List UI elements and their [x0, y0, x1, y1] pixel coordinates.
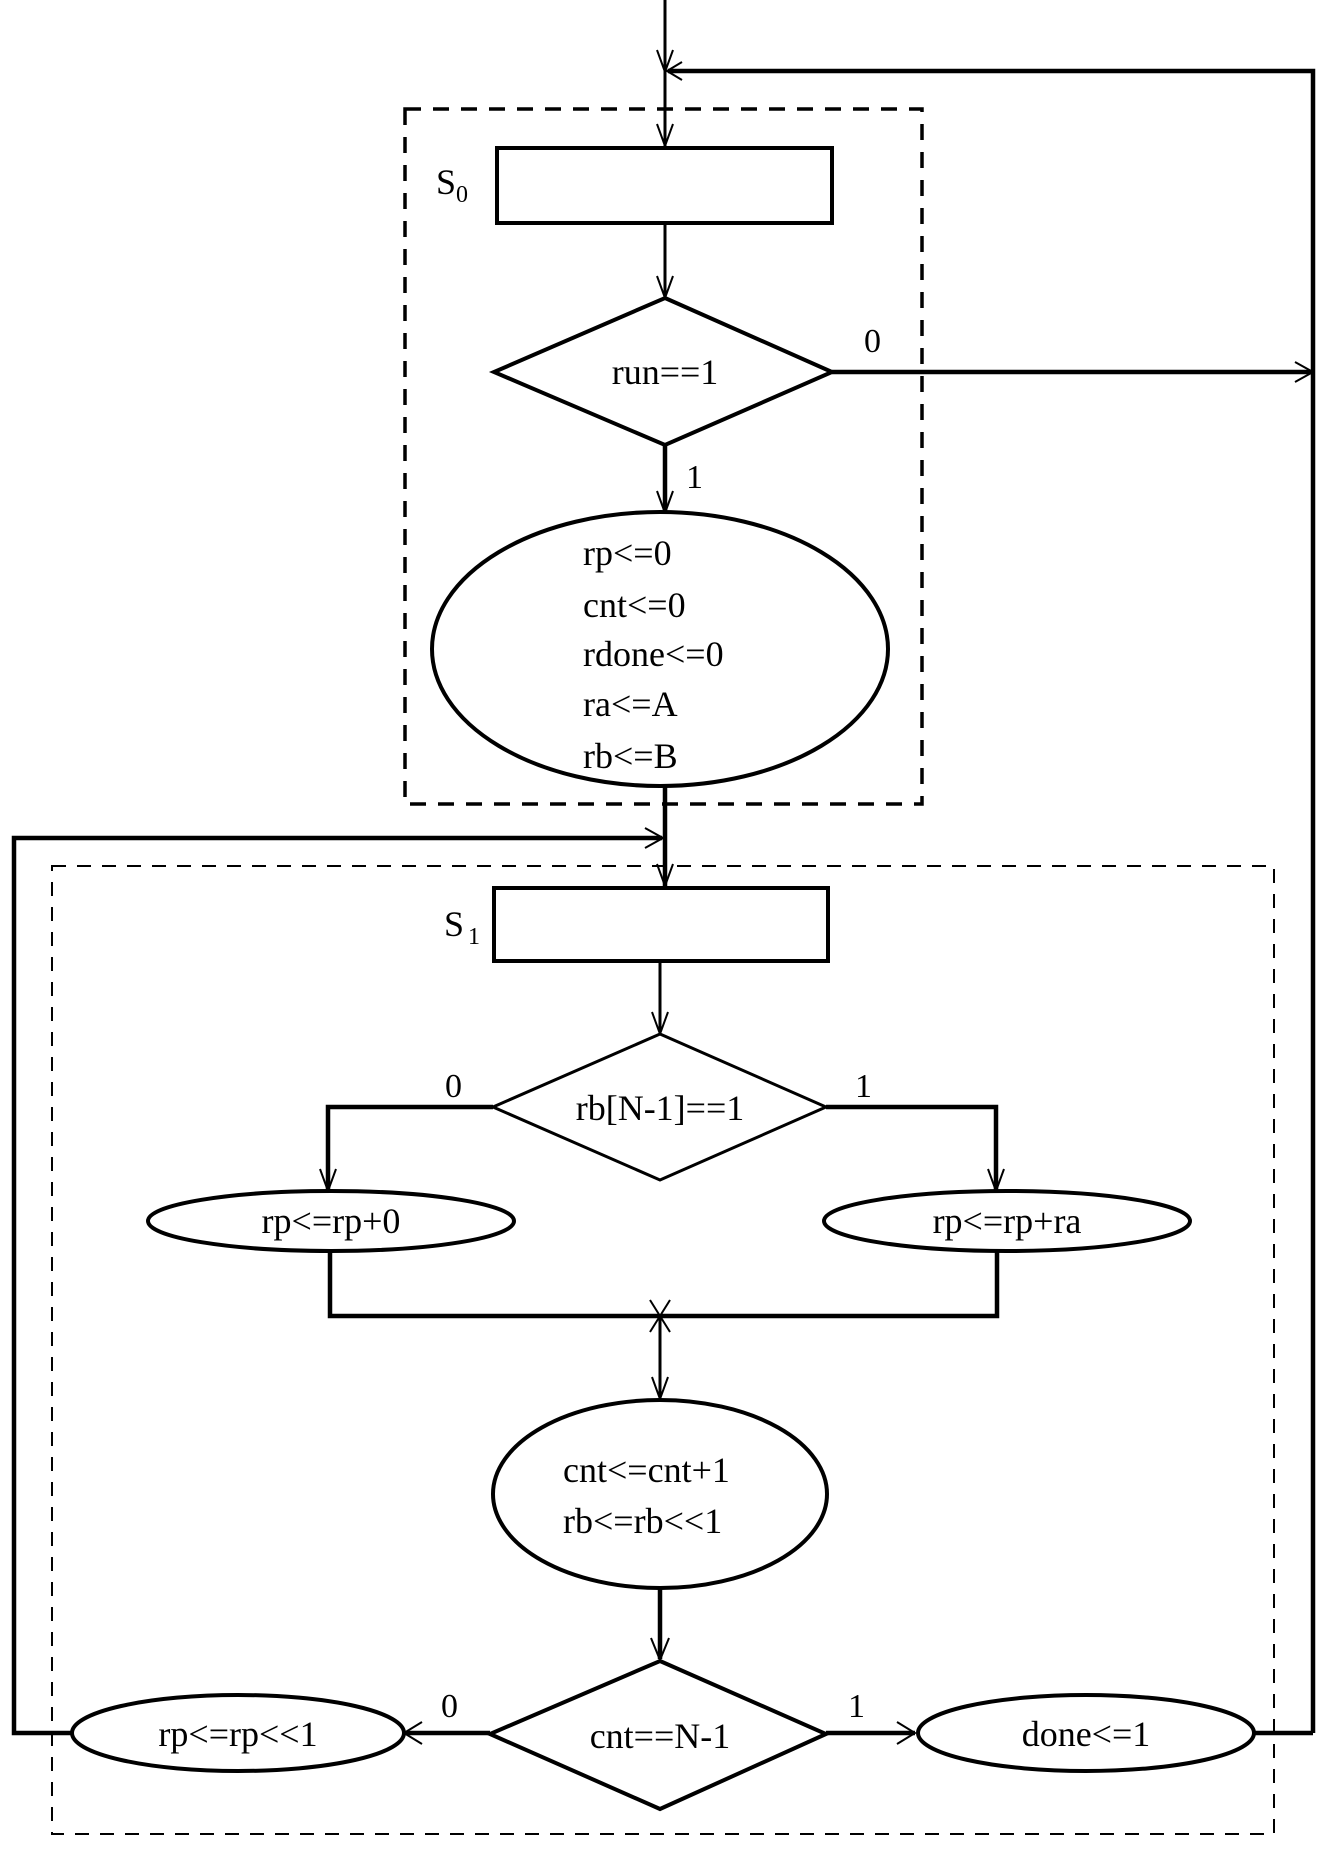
init-action: ra<=A: [583, 684, 678, 724]
loop-to-s1-line: [11, 835, 662, 1736]
run-no-arrowhead: [1294, 361, 1316, 383]
update-action: rb<=rb<<1: [563, 1501, 722, 1541]
count-decision: [484, 1658, 831, 1812]
bit-one-label: 1: [855, 1068, 872, 1105]
add-ra-text: rp<=rp+ra: [933, 1201, 1082, 1241]
init-actions: rp<=0 cnt<=0 rdone<=0 ra<=A rb<=B: [583, 533, 724, 776]
state-s0-box: [495, 146, 834, 225]
return-to-s0-line: [668, 68, 1316, 1733]
init-action: rp<=0: [583, 533, 672, 573]
merge-right-line: [661, 1251, 1000, 1319]
state-s1-box: [492, 886, 830, 963]
init-actions-ellipse: [430, 510, 890, 788]
merge-left-line: [327, 1251, 659, 1319]
run-no-label: 0: [864, 323, 881, 360]
merge-arrowhead: [656, 49, 674, 75]
bit-zero-label: 0: [445, 1068, 462, 1105]
done-text: done<=1: [1022, 1714, 1151, 1754]
update-actions-ellipse: [491, 1398, 829, 1590]
loop-arrowhead: [644, 827, 666, 849]
run-yes-label: 1: [686, 459, 703, 496]
count-yes-arrowhead: [896, 1721, 917, 1745]
init-action: cnt<=0: [583, 585, 686, 625]
add-zero-text: rp<=rp+0: [262, 1201, 401, 1241]
shift-ellipse: [70, 1693, 406, 1773]
return-arrowhead: [665, 61, 683, 81]
init-action: rdone<=0: [583, 634, 724, 674]
bit-decision-text: rb[N-1]==1: [576, 1088, 745, 1128]
state-s0-label: S0: [436, 162, 468, 208]
add-ra-ellipse: [822, 1189, 1192, 1253]
bit-zero-line: [325, 1104, 493, 1190]
bit-one-line: [826, 1104, 999, 1190]
bit-decision: [489, 1032, 830, 1182]
run-decision-text: run==1: [612, 352, 719, 392]
update-action: cnt<=cnt+1: [563, 1450, 730, 1490]
count-decision-text: cnt==N-1: [590, 1716, 731, 1756]
count-yes-label: 1: [848, 1688, 865, 1725]
shift-text: rp<=rp<<1: [158, 1714, 317, 1754]
init-action: rb<=B: [583, 736, 678, 776]
count-no-label: 0: [441, 1688, 458, 1725]
